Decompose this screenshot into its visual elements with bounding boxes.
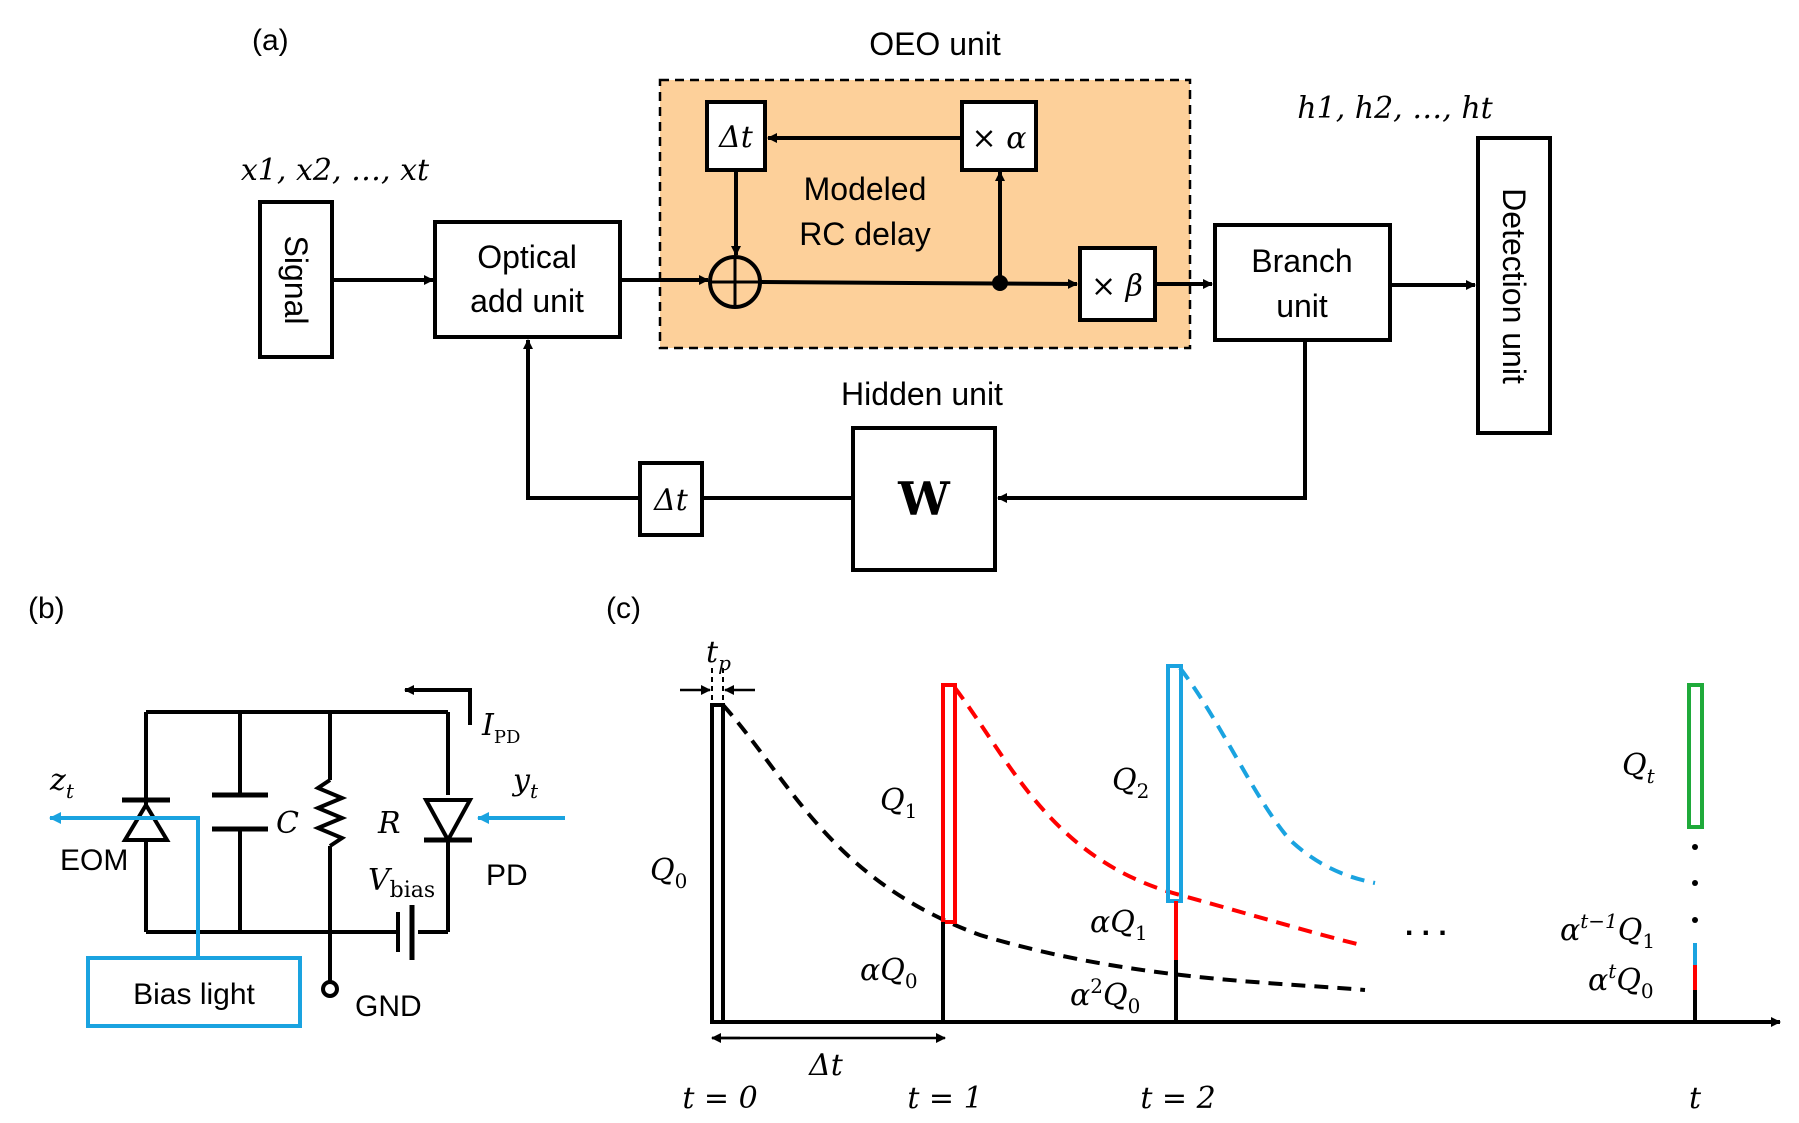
z-label: zt [49,763,75,803]
detection-label: Detection unit [1496,188,1532,384]
panel-b: (b) [28,592,565,1028]
tt-label: t [1689,1081,1702,1116]
panel-b-label: (b) [28,592,65,625]
output-sequence: h1, h2, …, ht [1297,91,1493,126]
rc-delay-label-2: RC delay [799,216,931,252]
hidden-delay-label: Δt [653,483,689,518]
q1-pulse [941,683,957,924]
t1-label: t = 1 [907,1081,982,1116]
y-label: yt [511,763,539,803]
t2-label: t = 2 [1140,1081,1215,1116]
q0-pulse [710,703,725,1024]
eom-label: EOM [60,844,128,877]
oeo-unit-title: OEO unit [869,26,1001,62]
q0-label: Q0 [650,853,687,893]
resistor-label: R [377,806,401,841]
alpha-block [960,100,1038,172]
beta-label: × β [1091,269,1143,304]
panel-a: (a) OEO unit x1, x2, …, xt h1, h2, …, ht… [241,24,1552,572]
bias-light-label: Bias light [133,978,255,1011]
branch-unit [1213,223,1392,342]
branch-label-1: Branch [1251,243,1352,279]
signal-block [258,200,334,359]
capacitor-label: C [276,806,299,841]
q2-label: Q2 [1112,763,1149,803]
sum-node [708,255,762,309]
q1-label: Q1 [880,783,917,823]
q1-decay-curve [953,686,1366,948]
q0-decay-curve [721,703,1366,992]
oeo-delay-label: Δt [718,120,754,155]
horizontal-ellipsis: . . . [1405,909,1447,942]
alpha-label: × α [972,121,1027,156]
panel-a-label: (a) [252,24,289,57]
q2-pulse [1166,664,1183,903]
weight-label: W [897,472,951,526]
q2-decay-curve [1178,666,1376,885]
vertical-ellipsis [1692,844,1698,923]
panel-c: (c) tp . . . [606,592,1781,1116]
optical-add-label-2: add unit [470,283,584,319]
hidden-unit-title: Hidden unit [841,376,1003,412]
qt-pulse [1687,683,1704,829]
tp-label: tp [706,635,731,675]
qt-label: Qt [1622,748,1656,788]
alpha-t1-q1-label: αt−1Q1 [1560,909,1655,953]
alpha2-q0-label: α2Q0 [1070,974,1140,1018]
t0-label: t = 0 [682,1081,757,1116]
branch-label-2: unit [1276,288,1328,324]
dt-label: Δt [808,1048,844,1083]
alpha-q0-label: αQ0 [860,953,918,993]
panel-c-label: (c) [606,592,641,625]
ipd-label: IPD [481,708,520,748]
signal-label: Signal [278,236,314,325]
optical-add-label-1: Optical [477,239,577,275]
light-paths [49,812,565,958]
circuit-wires [144,685,472,998]
rc-delay-label-1: Modeled [804,171,927,207]
alpha-t-q0-label: αtQ0 [1588,959,1654,1003]
panel-a-wires [332,133,1476,503]
optical-add-unit [433,220,622,339]
alpha-q1-label: αQ1 [1090,905,1148,945]
detection-unit [1476,136,1552,435]
input-sequence: x1, x2, …, xt [241,153,430,188]
vbias-label: Vbias [368,863,435,903]
pd-diode [422,798,474,845]
eom-diode [121,797,171,842]
bias-light-box [86,956,302,1028]
gnd-label: GND [355,990,422,1023]
pd-label: PD [486,859,528,892]
